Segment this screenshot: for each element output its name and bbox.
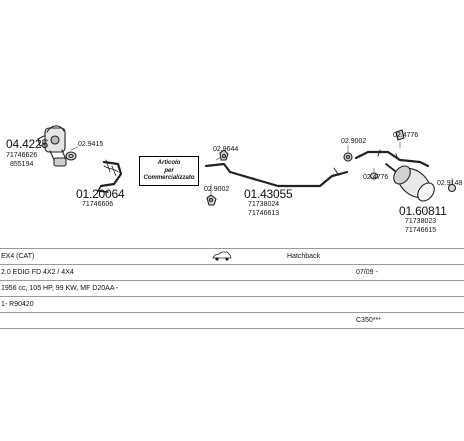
front-pipe [97, 159, 123, 193]
not-commercialised-note: Articolo per Commercializzato [139, 156, 199, 186]
part-number-label: 02.9644 [213, 146, 239, 153]
part-reference-label: 71746606 [82, 201, 114, 208]
part-reference-label: 71746626 [6, 152, 38, 159]
part-reference-label: 71738023 [405, 218, 437, 225]
catalog-code: C350*** [356, 317, 381, 324]
part-reference-label: 71746613 [248, 210, 280, 217]
part-reference-label: 71746615 [405, 227, 437, 234]
clamp-icon [343, 152, 353, 162]
exhaust-diagram [37, 125, 457, 206]
middle-pipe [204, 162, 349, 188]
engine-label: 2.0 EDIG FD 4X2 / 4X4 [1, 269, 74, 276]
part-number-label: 02.9002 [204, 186, 230, 193]
vehicle-row: 2.0 EDIG FD 4X2 / 4X4 07/09 - [0, 264, 464, 280]
part-number-label: 01.20064 [76, 187, 125, 201]
vehicle-info-table: EX4 (CAT) Hatchback 2.0 EDIG FD 4X2 / 4X… [0, 248, 464, 329]
part-number-label: 02.9002 [341, 138, 367, 145]
part-reference-label: 71738024 [248, 201, 280, 208]
part-number-label: 02.4776 [393, 132, 419, 139]
note-line: Articolo [157, 160, 181, 166]
clamp-icon [65, 151, 77, 161]
hanger-bracket-icon [206, 194, 217, 206]
rear-silencer [354, 149, 435, 202]
part-number-label: 04.4225 [6, 137, 48, 151]
vehicle-model: EX4 (CAT) [1, 253, 35, 260]
leader-lines [41, 139, 453, 197]
catalytic-converter-icon [37, 125, 67, 167]
note-line: Commercializzato [143, 175, 195, 181]
part-reference-label: 855194 [10, 161, 34, 168]
part-number-label: 01.43055 [244, 187, 293, 201]
part-number-label: 02.9415 [78, 141, 104, 148]
gasket-icon [219, 149, 229, 161]
part-number-label: 02.9148 [437, 180, 463, 187]
body-type: Hatchback [287, 253, 321, 260]
reference-code: 1- R90420 [1, 301, 34, 308]
car-icon [212, 249, 232, 264]
hanger-bracket-icon [395, 129, 405, 141]
vehicle-row: 1- R90420 [0, 296, 464, 312]
part-number-label: 02.4776 [363, 174, 389, 181]
part-number-label: 01.60811 [399, 204, 447, 218]
vehicle-row: 1956 cc, 105 HP, 99 KW, MF D20AA - [0, 280, 464, 296]
engine-specs: 1956 cc, 105 HP, 99 KW, MF D20AA - [1, 285, 119, 292]
production-date: 07/09 - [356, 269, 378, 276]
vehicle-row: EX4 (CAT) Hatchback [0, 248, 464, 264]
note-line: per [164, 167, 174, 174]
clamp-icon [447, 183, 457, 193]
vehicle-row: C350*** [0, 312, 464, 329]
